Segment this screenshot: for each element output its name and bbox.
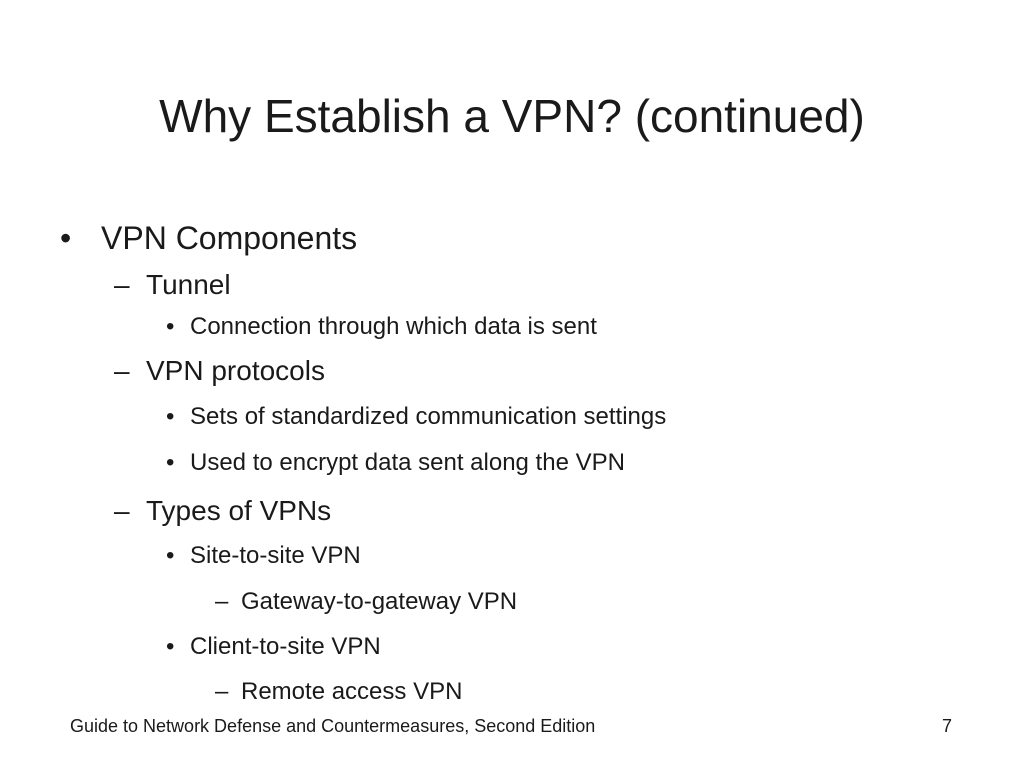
bullet-remote-access: Remote access VPN [241,678,463,705]
bullet-tunnel: Tunnel [146,269,231,300]
dash-marker: – [215,588,229,615]
dash-marker: – [114,269,130,300]
bullet-tunnel-desc: Connection through which data is sent [190,313,597,340]
bullet-marker: • [60,220,72,256]
slide-title: Why Establish a VPN? (continued) [159,90,865,142]
bullet-site-to-site: Site-to-site VPN [190,542,361,569]
bullet-marker: • [166,313,175,340]
bullet-types-of-vpns: Types of VPNs [146,495,332,526]
bullet-gateway-to-gateway: Gateway-to-gateway VPN [241,588,518,615]
bullet-vpn-components: VPN Components [101,220,358,256]
bullet-marker: • [166,403,175,430]
dash-marker: – [114,355,130,386]
dash-marker: – [114,495,130,526]
bullet-marker: • [166,542,175,569]
bullet-marker: • [166,633,175,660]
bullet-protocols-desc-1: Sets of standardized communication setti… [190,403,667,430]
dash-marker: – [215,678,229,705]
bullet-vpn-protocols: VPN protocols [146,355,325,386]
bullet-protocols-desc-2: Used to encrypt data sent along the VPN [190,449,625,476]
page-number: 7 [942,716,953,736]
bullet-client-to-site: Client-to-site VPN [190,633,381,660]
footer-text: Guide to Network Defense and Countermeas… [70,716,596,736]
bullet-marker: • [166,449,175,476]
